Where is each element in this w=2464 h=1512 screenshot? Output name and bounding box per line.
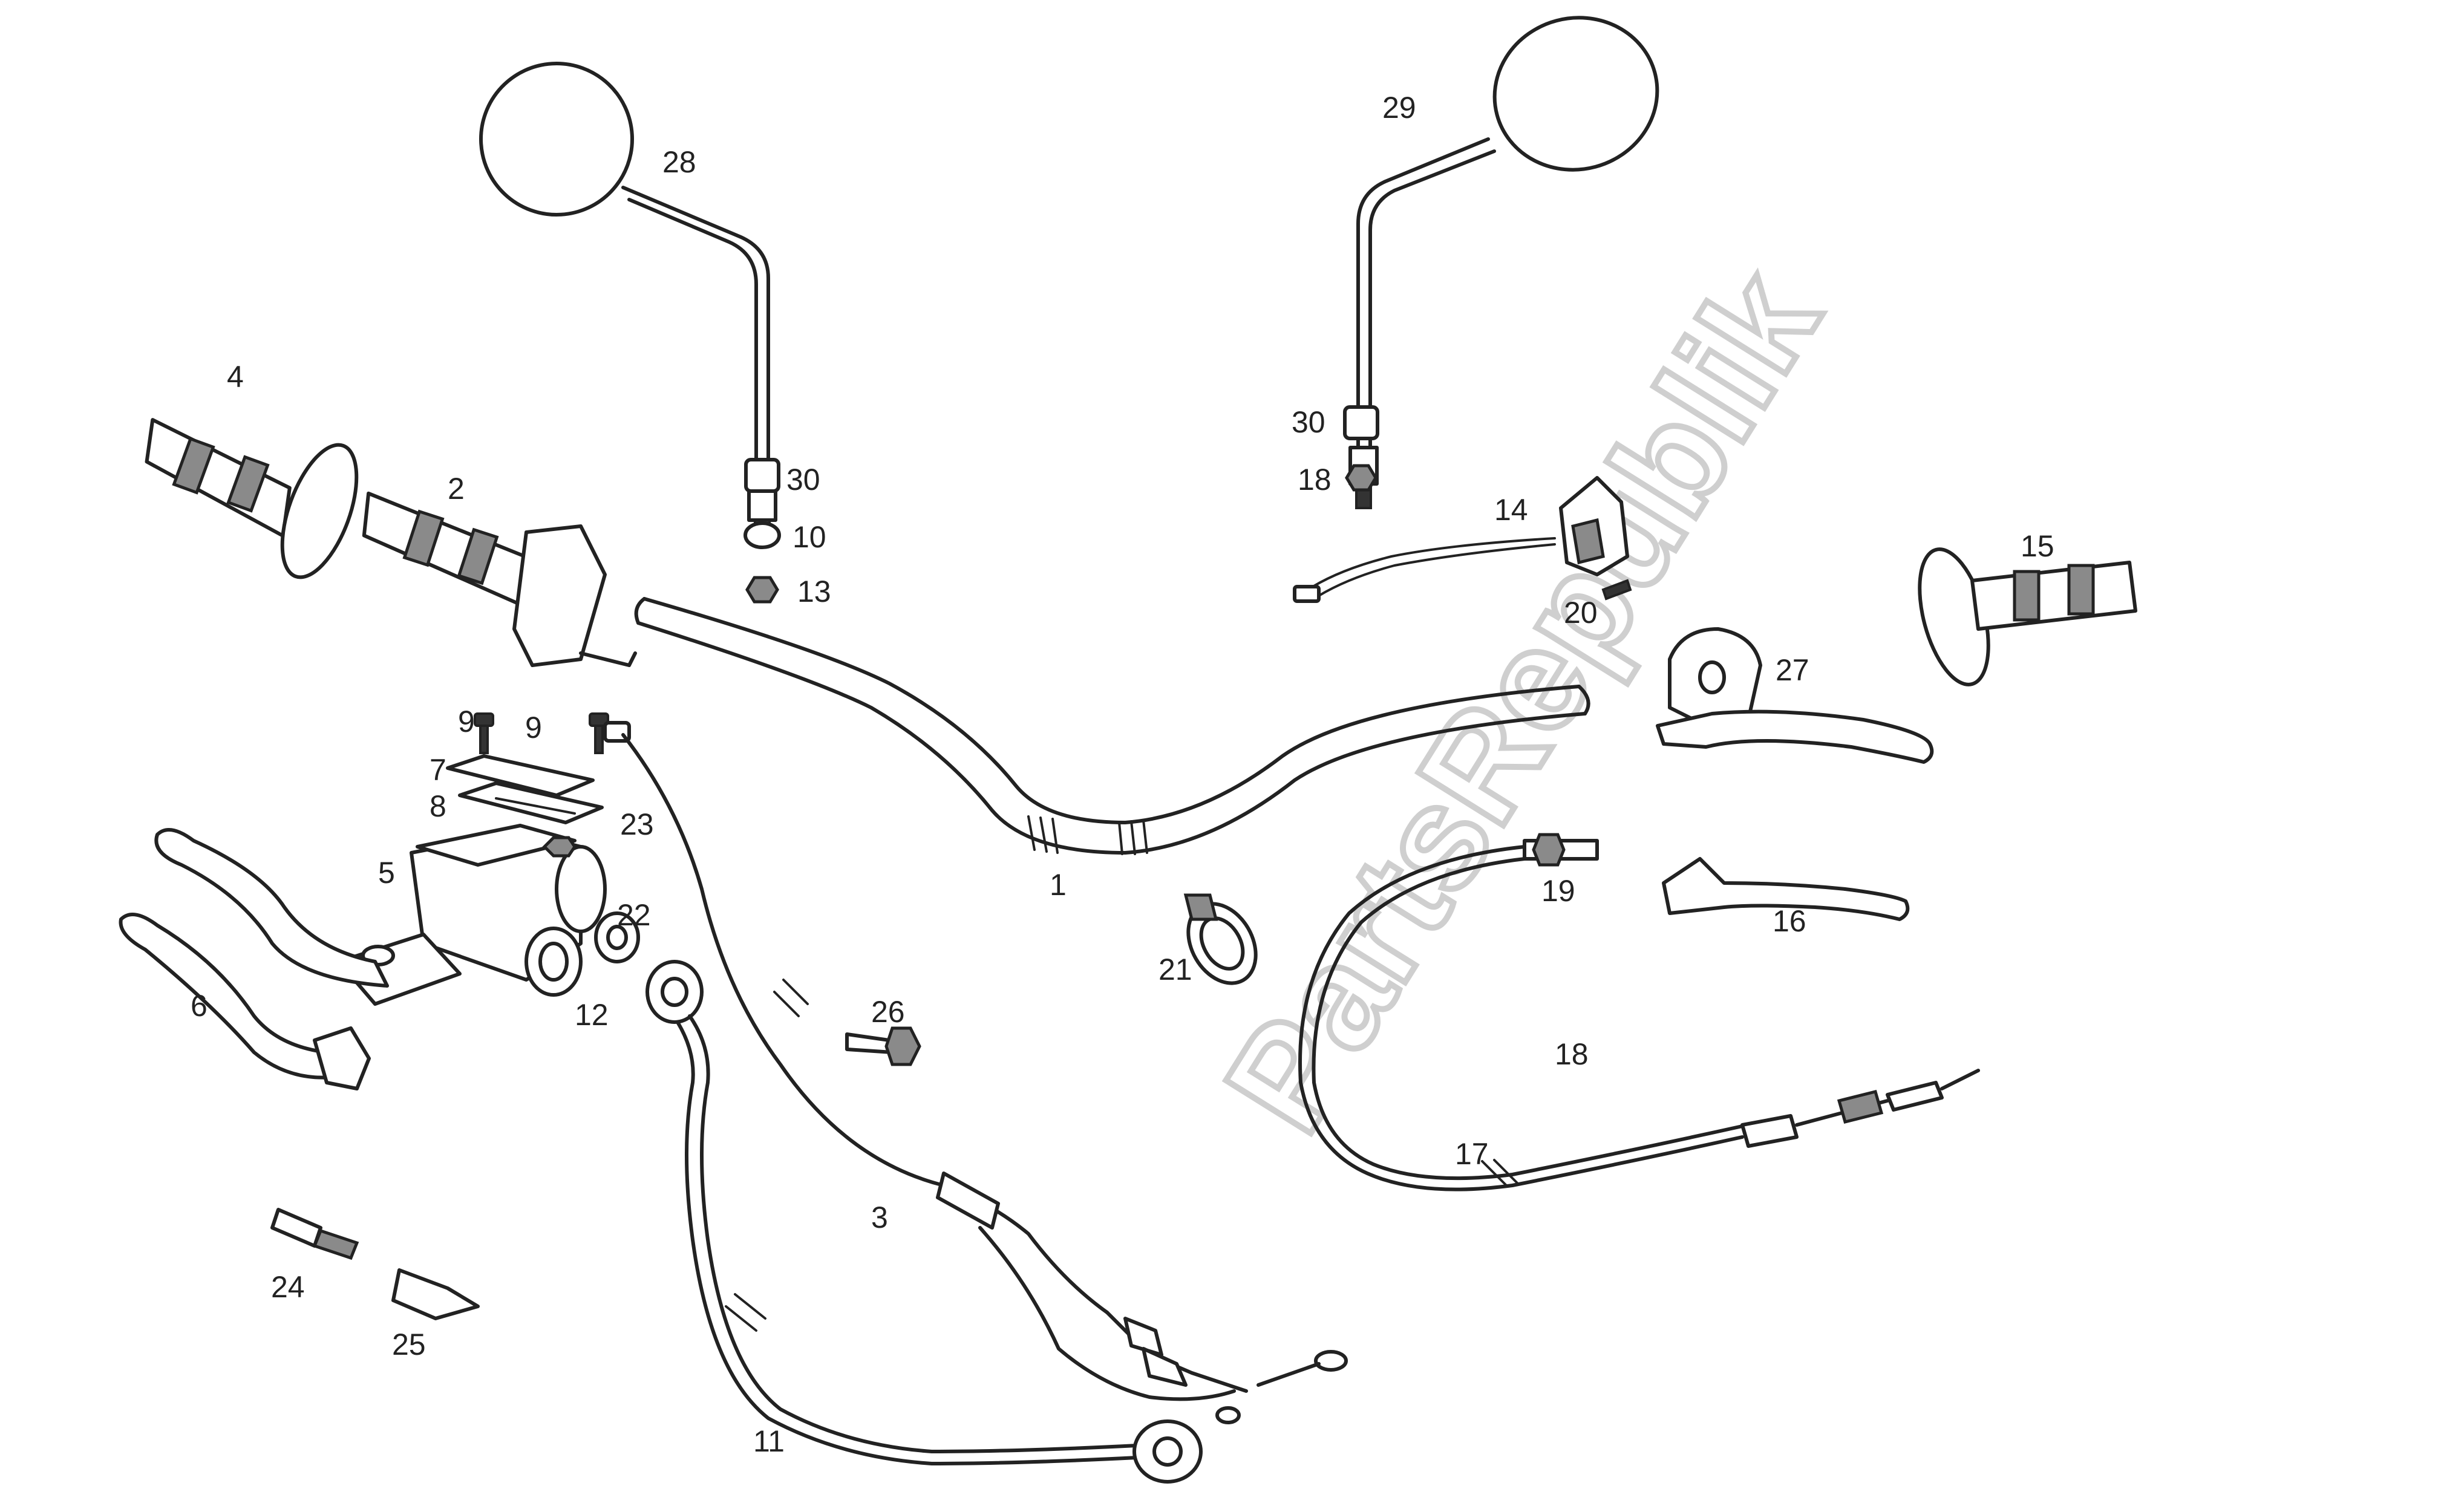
- callout-15: 15: [2021, 529, 2054, 563]
- left-grip[interactable]: [139, 418, 371, 587]
- adjuster-24[interactable]: [270, 1208, 359, 1260]
- callout-11: 11: [753, 1424, 785, 1458]
- lever-16[interactable]: [1662, 857, 1910, 921]
- handlebar[interactable]: [634, 597, 1590, 855]
- reservoir-cover[interactable]: [446, 754, 604, 824]
- callout-19: 19: [1541, 874, 1575, 908]
- brake-lever-6[interactable]: [119, 913, 371, 1090]
- callout-13: 13: [797, 575, 831, 608]
- spacer-30-left: [744, 458, 780, 493]
- throttle-grip[interactable]: [358, 491, 637, 667]
- switch-assembly[interactable]: [1293, 476, 1632, 603]
- callout-8: 8: [430, 789, 446, 823]
- callout-30a: 30: [786, 463, 820, 497]
- callout-29: 29: [1382, 91, 1416, 125]
- callout-labels: 1 2 3 4 5 6 7 8 9 9 10 11 12 13 14 15 16…: [191, 91, 2054, 1458]
- throttle-cable[interactable]: [603, 721, 1348, 1424]
- screw-20: [1601, 579, 1632, 601]
- mirror-nut-stack-left[interactable]: [743, 458, 781, 604]
- clutch-cable[interactable]: [1298, 833, 1980, 1191]
- fitting-23: [542, 836, 577, 858]
- callout-9a: 9: [458, 705, 475, 738]
- callout-3: 3: [871, 1201, 888, 1234]
- callout-9b: 9: [525, 711, 542, 745]
- nut-13: [745, 576, 779, 604]
- callout-24: 24: [271, 1270, 305, 1304]
- callout-6: 6: [191, 989, 208, 1023]
- brake-hose[interactable]: [645, 960, 1203, 1484]
- master-cylinder-fittings[interactable]: [542, 836, 640, 963]
- callout-4: 4: [227, 360, 244, 394]
- callout-1: 1: [1050, 868, 1067, 902]
- right-mirror[interactable]: [1348, 0, 1675, 509]
- callout-7: 7: [430, 753, 446, 787]
- callout-18b: 18: [1298, 463, 1332, 497]
- callout-16: 16: [1773, 904, 1806, 938]
- callout-22: 22: [617, 898, 651, 932]
- bolt-26[interactable]: [845, 1026, 921, 1066]
- callout-10: 10: [792, 520, 826, 554]
- nut-10: [743, 521, 781, 549]
- callout-30b: 30: [1292, 405, 1325, 439]
- callout-26: 26: [871, 995, 905, 1029]
- washer-12: [594, 911, 640, 963]
- callout-20: 20: [1564, 596, 1598, 630]
- callout-18a: 18: [1555, 1037, 1589, 1071]
- callout-12: 12: [575, 998, 609, 1032]
- callout-17: 17: [1455, 1137, 1489, 1171]
- callout-23: 23: [620, 807, 654, 841]
- cap-25[interactable]: [391, 1268, 480, 1320]
- brake-master-cylinder[interactable]: [154, 824, 607, 1006]
- callout-5: 5: [378, 856, 395, 890]
- left-mirror[interactable]: [456, 39, 777, 546]
- callout-21: 21: [1158, 953, 1192, 986]
- right-grip[interactable]: [1907, 542, 2137, 692]
- callout-14: 14: [1494, 493, 1528, 527]
- screws-9[interactable]: [474, 712, 609, 754]
- clutch-lever-assembly[interactable]: [1656, 627, 1934, 764]
- callout-28: 28: [662, 145, 696, 179]
- mirror-nut-stack-right[interactable]: [1343, 405, 1379, 492]
- callout-27: 27: [1776, 653, 1809, 687]
- cable-clamp-21[interactable]: [1175, 891, 1270, 995]
- nut-18: [1345, 464, 1377, 492]
- spacer-30-right: [1343, 405, 1379, 440]
- callout-25: 25: [392, 1328, 426, 1361]
- callout-2: 2: [448, 472, 465, 506]
